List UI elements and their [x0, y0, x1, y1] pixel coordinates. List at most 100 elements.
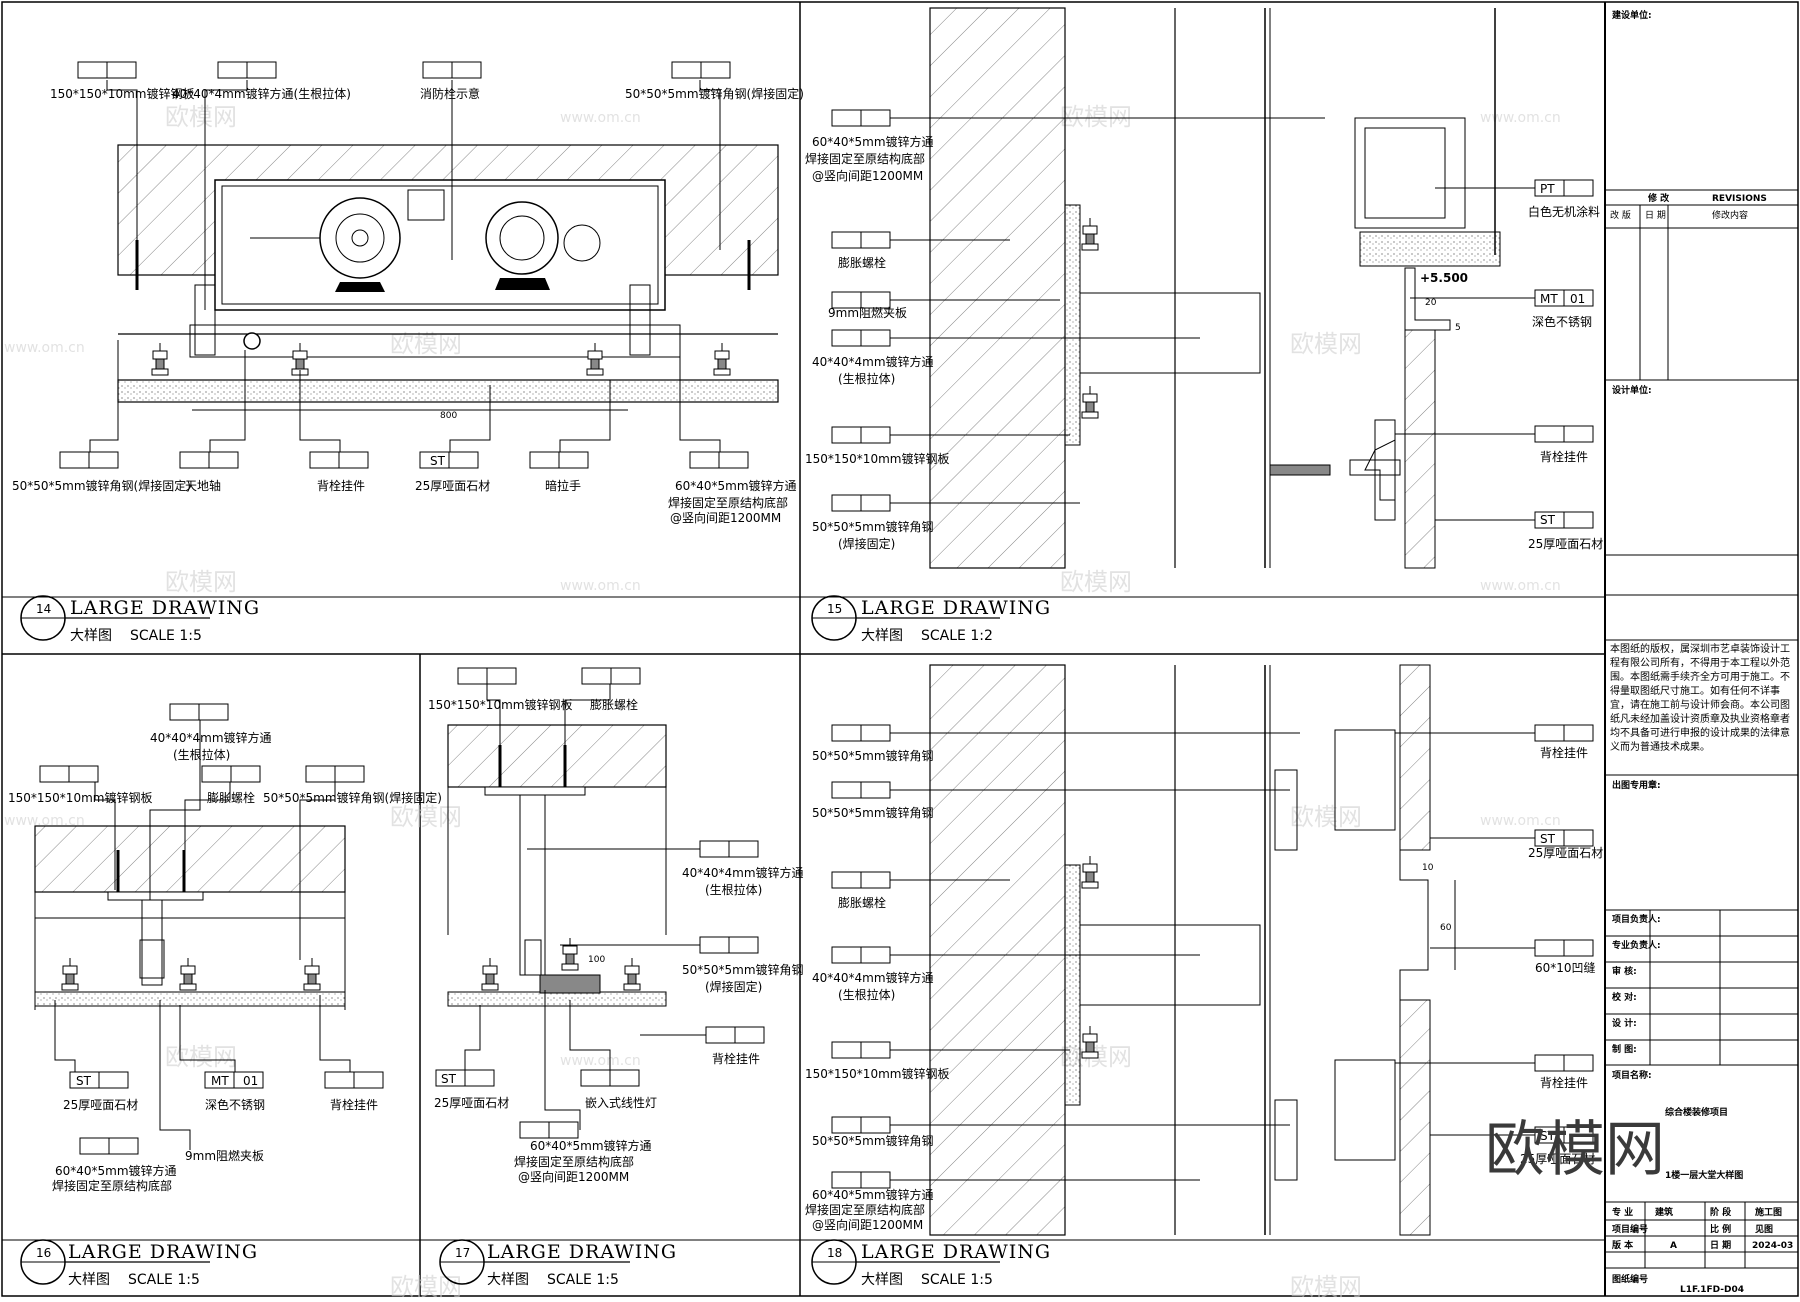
panel-detail-16: ST MT 01 40*40*4mm镀锌方通 (生根拉体) 150*150*10… — [8, 703, 442, 1288]
svg-text:01: 01 — [243, 1074, 258, 1088]
svg-text:大样图: 大样图 — [861, 1272, 903, 1288]
svg-text:改 版: 改 版 — [1610, 209, 1631, 221]
svg-text:审 核:: 审 核: — [1612, 965, 1637, 977]
svg-text:MT: MT — [1540, 292, 1558, 306]
svg-text:5: 5 — [1455, 323, 1461, 333]
svg-text:20: 20 — [1425, 298, 1437, 308]
svg-text:2024-03: 2024-03 — [1752, 1241, 1793, 1251]
svg-text:膨胀螺栓: 膨胀螺栓 — [838, 255, 886, 270]
svg-text:50*50*5mm镀锌角钢: 50*50*5mm镀锌角钢 — [812, 520, 934, 534]
svg-text:设 计:: 设 计: — [1612, 1017, 1637, 1029]
svg-text:REVISIONS: REVISIONS — [1712, 194, 1767, 204]
svg-text:焊接固定至原结构底部: 焊接固定至原结构底部 — [52, 1178, 172, 1193]
svg-text:www.om.cn: www.om.cn — [560, 578, 641, 594]
svg-text:(生根拉体): (生根拉体) — [838, 987, 895, 1002]
svg-text:MT: MT — [211, 1074, 229, 1088]
svg-text:60*40*5mm镀锌方通: 60*40*5mm镀锌方通 — [812, 134, 934, 149]
svg-text:设计单位:: 设计单位: — [1612, 384, 1652, 396]
svg-text:L1F.1FD-D04: L1F.1FD-D04 — [1680, 1285, 1744, 1295]
svg-text:A: A — [1670, 1241, 1677, 1251]
svg-text:(生根拉体): (生根拉体) — [838, 371, 895, 386]
svg-text:60*10凹缝: 60*10凹缝 — [1535, 960, 1596, 975]
svg-text:01: 01 — [1570, 292, 1585, 306]
svg-text:修改内容: 修改内容 — [1712, 209, 1748, 221]
svg-text:LARGE DRAWING: LARGE DRAWING — [68, 1241, 258, 1263]
svg-text:阶 段: 阶 段 — [1710, 1206, 1732, 1218]
svg-text:欧模网: 欧模网 — [390, 1273, 462, 1298]
svg-text:LARGE DRAWING: LARGE DRAWING — [861, 1241, 1051, 1263]
svg-text:膨胀螺栓: 膨胀螺栓 — [838, 895, 886, 910]
svg-text:www.om.cn: www.om.cn — [1480, 578, 1561, 594]
svg-text:40*40*4mm镀锌方通: 40*40*4mm镀锌方通 — [812, 354, 934, 369]
svg-text:www.om.cn: www.om.cn — [560, 1053, 641, 1069]
svg-text:60*40*5mm镀锌方通: 60*40*5mm镀锌方通 — [530, 1138, 652, 1153]
svg-text:比 例: 比 例 — [1710, 1223, 1731, 1235]
svg-text:焊接固定至原结构底部: 焊接固定至原结构底部 — [805, 151, 925, 166]
svg-text:www.om.cn: www.om.cn — [4, 340, 85, 356]
svg-text:PT: PT — [1540, 182, 1555, 196]
panel-detail-14: 800 150*150*10mm镀锌钢板 40*40*4mm镀锌方通(生根拉体)… — [12, 61, 804, 644]
svg-text:@竖向间距1200MM: @竖向间距1200MM — [670, 510, 781, 525]
svg-text:欧模网: 欧模网 — [390, 803, 462, 831]
svg-text:大样图: 大样图 — [68, 1272, 110, 1288]
svg-text:150*150*10mm镀锌钢板: 150*150*10mm镀锌钢板 — [805, 1067, 949, 1081]
svg-text:欧模网: 欧模网 — [1060, 103, 1132, 131]
svg-text:1楼一层大堂大样图: 1楼一层大堂大样图 — [1665, 1169, 1743, 1181]
svg-text:大样图: 大样图 — [70, 628, 112, 644]
svg-text:膨胀螺栓: 膨胀螺栓 — [590, 697, 638, 712]
svg-text:(生根拉体): (生根拉体) — [705, 882, 762, 897]
svg-text:SCALE 1:5: SCALE 1:5 — [130, 628, 202, 644]
svg-text:100: 100 — [588, 955, 605, 965]
svg-text:制 图:: 制 图: — [1612, 1043, 1637, 1055]
svg-text:www.om.cn: www.om.cn — [1480, 813, 1561, 829]
svg-text:9mm阻燃夹板: 9mm阻燃夹板 — [185, 1148, 264, 1163]
svg-text:60*40*5mm镀锌方通: 60*40*5mm镀锌方通 — [55, 1163, 177, 1178]
panel-detail-17: 100 ST 150*150*10mm镀锌钢板 膨胀螺栓 40*40*4mm镀锌… — [428, 667, 804, 1288]
svg-text:60*40*5mm镀锌方通: 60*40*5mm镀锌方通 — [812, 1187, 934, 1202]
svg-text:SCALE 1:5: SCALE 1:5 — [921, 1272, 993, 1288]
svg-text:欧模网: 欧模网 — [1290, 330, 1362, 358]
svg-text:大样图: 大样图 — [861, 628, 903, 644]
svg-text:LARGE DRAWING: LARGE DRAWING — [861, 597, 1051, 619]
svg-text:10: 10 — [1422, 863, 1434, 873]
svg-text:欧模网: 欧模网 — [1485, 1115, 1665, 1185]
svg-text:40*40*4mm镀锌方通(生根拉体): 40*40*4mm镀锌方通(生根拉体) — [172, 86, 351, 101]
svg-text:(生根拉体): (生根拉体) — [173, 747, 230, 762]
svg-text:ST: ST — [1540, 513, 1556, 527]
svg-text:(焊接固定): (焊接固定) — [705, 979, 762, 994]
svg-text:150*150*10mm镀锌钢板: 150*150*10mm镀锌钢板 — [50, 87, 194, 101]
svg-text:50*50*5mm镀锌角钢: 50*50*5mm镀锌角钢 — [682, 963, 804, 977]
svg-text:+5.500: +5.500 — [1420, 271, 1468, 285]
svg-text:ST: ST — [430, 454, 446, 468]
svg-text:14: 14 — [36, 602, 51, 616]
svg-text:版 本: 版 本 — [1611, 1239, 1634, 1251]
svg-text:50*50*5mm镀锌角钢: 50*50*5mm镀锌角钢 — [812, 806, 934, 820]
svg-text:800: 800 — [440, 411, 457, 421]
svg-text:16: 16 — [36, 1246, 51, 1260]
svg-text:60*40*5mm镀锌方通: 60*40*5mm镀锌方通 — [675, 478, 797, 493]
svg-text:欧模网: 欧模网 — [165, 103, 237, 131]
svg-text:嵌入式线性灯: 嵌入式线性灯 — [585, 1096, 657, 1110]
svg-text:校 对:: 校 对: — [1612, 991, 1637, 1003]
svg-text:www.om.cn: www.om.cn — [560, 110, 641, 126]
watermark-layer: 欧模网 欧模网 欧模网 欧模网 欧模网 欧模网 欧模网 欧模网 欧模网 欧模网 … — [4, 103, 1561, 1301]
panel-detail-18: 10 60 ST ST 50*50*5mm镀锌角钢 — [805, 664, 1603, 1288]
svg-text:www.om.cn: www.om.cn — [1480, 110, 1561, 126]
svg-text:150*150*10mm镀锌钢板: 150*150*10mm镀锌钢板 — [8, 791, 152, 805]
svg-text:60: 60 — [1440, 923, 1452, 933]
svg-text:LARGE DRAWING: LARGE DRAWING — [487, 1241, 677, 1263]
svg-text:ST: ST — [1540, 1129, 1556, 1143]
svg-text:18: 18 — [827, 1246, 842, 1260]
svg-text:@竖向间距1200MM: @竖向间距1200MM — [812, 168, 923, 183]
svg-text:背栓挂件: 背栓挂件 — [1540, 745, 1588, 760]
svg-text:LARGE DRAWING: LARGE DRAWING — [70, 597, 260, 619]
title-block-text: 建设单位: 修 改 REVISIONS 改 版 日 期 修改内容 设计单位: 本… — [1485, 9, 1793, 1295]
svg-text:SCALE 1:5: SCALE 1:5 — [547, 1272, 619, 1288]
svg-text:背栓挂件: 背栓挂件 — [330, 1097, 378, 1112]
svg-text:项目名称:: 项目名称: — [1612, 1069, 1652, 1081]
panel-detail-15: +5.500 20 5 60*40*5mm镀锌方通 焊接固定至原结构底部 @竖向… — [805, 7, 1603, 644]
svg-text:专 业: 专 业 — [1612, 1206, 1633, 1218]
svg-text:50*50*5mm镀锌角钢: 50*50*5mm镀锌角钢 — [812, 749, 934, 763]
svg-text:www.om.cn: www.om.cn — [4, 813, 85, 829]
